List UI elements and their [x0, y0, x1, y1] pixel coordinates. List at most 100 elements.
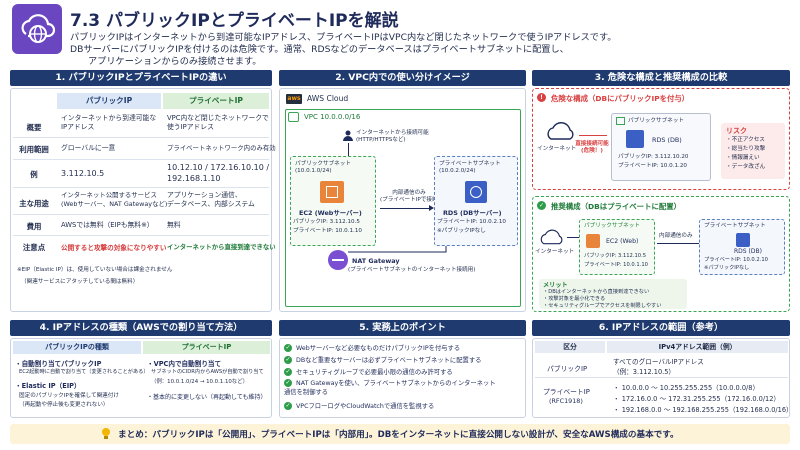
pub-range-2: （例：3.112.10.5）: [613, 368, 676, 376]
cell-public: 3.112.10.5: [61, 169, 105, 178]
risk-item: ・総当たり攻撃: [726, 146, 766, 152]
cell-private: プライベートネットワーク内のみ有効: [167, 144, 276, 152]
aws-cloud-label: AWS Cloud: [307, 94, 349, 103]
merit-item: ・攻撃対象を最小化できる: [543, 296, 606, 302]
section-5-panel: ✓Webサーバーなど必要なものだけパブリックIPを付与する ✓DBなど重要なサー…: [279, 338, 526, 418]
safe-ec2-label: EC2 (Web): [606, 238, 639, 245]
danger-subnet-label: パブリックサブネット: [628, 118, 684, 124]
cell-private: アプリケーション通信、 データベース、内部システム: [167, 191, 255, 208]
vpc-icon: [288, 112, 299, 122]
col-private-types: プライベートIP: [143, 341, 270, 354]
priv-range: ・ 10.0.0.0 ～ 10.255.255.255（10.0.0.0/8）: [613, 384, 760, 392]
cell-public: インターネット公開するサービス (Webサーバー、NAT Gatewayなど): [61, 191, 168, 208]
cloud-globe-logo: [12, 4, 62, 54]
danger-rds-label: RDS (DB): [652, 136, 682, 144]
safe-public-subnet-label: パブリックサブネット: [584, 223, 640, 229]
section-1-panel: パブリックIP プライベートIP 概要 インターネットから到達可能な IPアドレ…: [10, 88, 276, 312]
cell-private: 10.12.10 / 172.16.10.10 / 192.168.1.10: [167, 163, 270, 183]
merit-title: メリット: [543, 282, 568, 289]
section-3-header: 3. 危険な構成と推奨構成の比較: [532, 70, 790, 86]
row-divider: [13, 187, 269, 188]
ec2-private-ip: プライベートIP: 10.0.1.10: [293, 228, 362, 234]
cell-public: インターネットから到達可能な IPアドレス: [61, 114, 157, 131]
intro-line-1: パブリックIPはインターネットから到達可能なIPアドレス、プライベートIPはVP…: [70, 32, 617, 43]
pub-auto: ・自動割り当てパブリックIP: [15, 360, 102, 368]
risk-item: ・情報漏えい: [726, 155, 760, 161]
internet-conn-label: インターネットから接続可能 (HTTP/HTTPSなど): [356, 130, 429, 143]
internal-comm-label: 内部通信のみ (プライベートIPで接続): [380, 190, 440, 203]
section-4-panel: パブリックIPの種類 プライベートIP ・自動割り当てパブリックIP EC2起動…: [10, 338, 272, 418]
danger-arrow-label: 直接接続可能 (危険！): [575, 141, 609, 154]
footnote-eip: ※EIP（Elastic IP）は、使用していない場合は課金されません: [17, 267, 173, 273]
merit-item: ・DBはインターネットから直接到達できない: [543, 289, 650, 295]
safe-rds-label: RDS (DB): [734, 248, 762, 255]
intro-line-3: アプリケーションからのみ接続させます。: [88, 56, 262, 67]
safe-ec2-public-ip: パブリックIP: 3.112.10.5: [584, 253, 647, 259]
priv-rfc-label: (RFC1918): [549, 397, 583, 405]
nat-connector-line: [348, 246, 447, 253]
check-icon: ✓: [284, 368, 292, 376]
col-public-types: パブリックIPの種類: [13, 341, 141, 354]
priv-auto: ・VPC内で自動割り当て: [147, 360, 222, 368]
nat-desc: (プライベートサブネットのインターネット接続用): [348, 267, 476, 273]
section-6-header: 6. IPアドレスの範囲（参考）: [532, 320, 790, 336]
rds-label: RDS (DBサーバー): [443, 209, 502, 217]
danger-public-ip: パブリックIP: 3.112.10.20: [618, 154, 689, 160]
row-label: 利用範囲: [19, 145, 49, 154]
safe-internet-label: インターネット: [535, 249, 575, 255]
check-icon: ✓: [284, 379, 292, 387]
safe-title: 推奨構成（DBはプライベートに配置）: [551, 202, 682, 211]
danger-public-subnet: パブリックサブネット RDS (DB) パブリックIP: 3.112.10.20…: [611, 113, 711, 181]
risk-title: リスク: [726, 127, 747, 135]
cell-public: グローバルに一意: [61, 144, 116, 152]
public-subnet-box: パブリックサブネット (10.0.1.0/24) EC2 (Webサーバー) パ…: [290, 156, 376, 246]
arrow-head: [429, 205, 434, 211]
vpc-container: VPC 10.0.0.0/16 インターネットから接続可能 (HTTP/HTTP…: [285, 109, 521, 307]
col-private-ip: プライベートIP: [163, 93, 269, 109]
col-public-ip: パブリックIP: [57, 93, 161, 109]
aws-badge: aws: [286, 94, 302, 104]
user-icon: [343, 130, 353, 141]
priv-stable: ・基本的に変更しない（再起動しても維持）: [147, 394, 267, 401]
priv-kind-label: プライベートIP: [543, 388, 590, 396]
merit-box: メリット ・DBはインターネットから直接到達できない ・攻撃対象を最小化できる …: [539, 279, 687, 309]
section-5-header: 5. 実務上のポイント: [279, 320, 526, 336]
ec2-label: EC2 (Webサーバー): [299, 209, 362, 217]
intro-line-2: DBサーバーにパブリックIPを付けるのは危険です。通常、RDSなどのデータベース…: [70, 44, 569, 55]
cell-public-warning: 公開すると攻撃の対象になりやすい: [61, 244, 167, 252]
internet-cloud-icon: [540, 229, 563, 245]
check-icon: ✓: [284, 356, 292, 364]
safe-arrow-in: [567, 237, 579, 238]
safe-rds-no-public: ※パブリックIPなし: [704, 265, 750, 271]
danger-private-ip: プライベートIP: 10.0.1.20: [618, 163, 687, 169]
private-subnet-box: プライベートサブネット (10.0.2.0/24) RDS (DBサーバー) プ…: [434, 156, 518, 246]
lightbulb-icon: [102, 428, 110, 439]
row-label: 例: [30, 170, 38, 179]
priv-range: ・ 192.168.0.0 ～ 192.168.255.255（192.168.…: [613, 406, 793, 414]
pub-kind-label: パブリックIP: [547, 365, 588, 373]
priv-range: ・ 172.16.0.0 ～ 172.31.255.255（172.16.0.0…: [613, 395, 781, 403]
row-divider: [13, 214, 269, 215]
private-subnet-label: プライベートサブネット (10.0.2.0/24): [439, 161, 501, 174]
point-item: ✓セキュリティグループで必要最小限の通信のみ許可する: [284, 368, 453, 376]
safe-public-subnet: パブリックサブネット EC2 (Web) パブリックIP: 3.112.10.5…: [579, 219, 655, 275]
safe-arrow-internal: [657, 243, 699, 244]
rds-no-public-ip: ※パブリックIPなし: [437, 228, 486, 234]
public-subnet-label: パブリックサブネット (10.0.1.0/24): [295, 161, 351, 174]
check-icon: ✓: [284, 344, 292, 352]
pub-range-1: すべてのグローバルIPアドレス: [613, 358, 704, 366]
section-2-panel: aws AWS Cloud VPC 10.0.0.0/16 インターネットから接…: [279, 88, 526, 312]
pub-eip-desc-2: （再起動や停止後も変更されない）: [19, 402, 109, 408]
safe-internal-label: 内部通信のみ: [659, 233, 693, 239]
rds-database-icon: [465, 181, 487, 203]
safe-config-box: ✓ 推奨構成（DBはプライベートに配置） インターネット パブリックサブネット …: [532, 196, 790, 312]
arrow-ec2-to-rds: [380, 208, 432, 209]
section-1-header: 1. パブリックIPとプライベートIPの違い: [10, 70, 272, 86]
danger-arrow: [579, 135, 607, 136]
row-divider: [13, 137, 269, 138]
safe-private-subnet: プライベートサブネット RDS (DB) プライベートIP: 10.0.2.10…: [699, 219, 785, 275]
subnet-icon: [616, 117, 625, 125]
col-kind: 区分: [535, 341, 605, 353]
section-6-panel: 区分 IPv4アドレス範囲（例） パブリックIP すべてのグローバルIPアドレス…: [532, 338, 793, 418]
point-item: ✓NAT Gatewayを使い、プライベートサブネットからのインターネット 通信…: [284, 379, 496, 396]
